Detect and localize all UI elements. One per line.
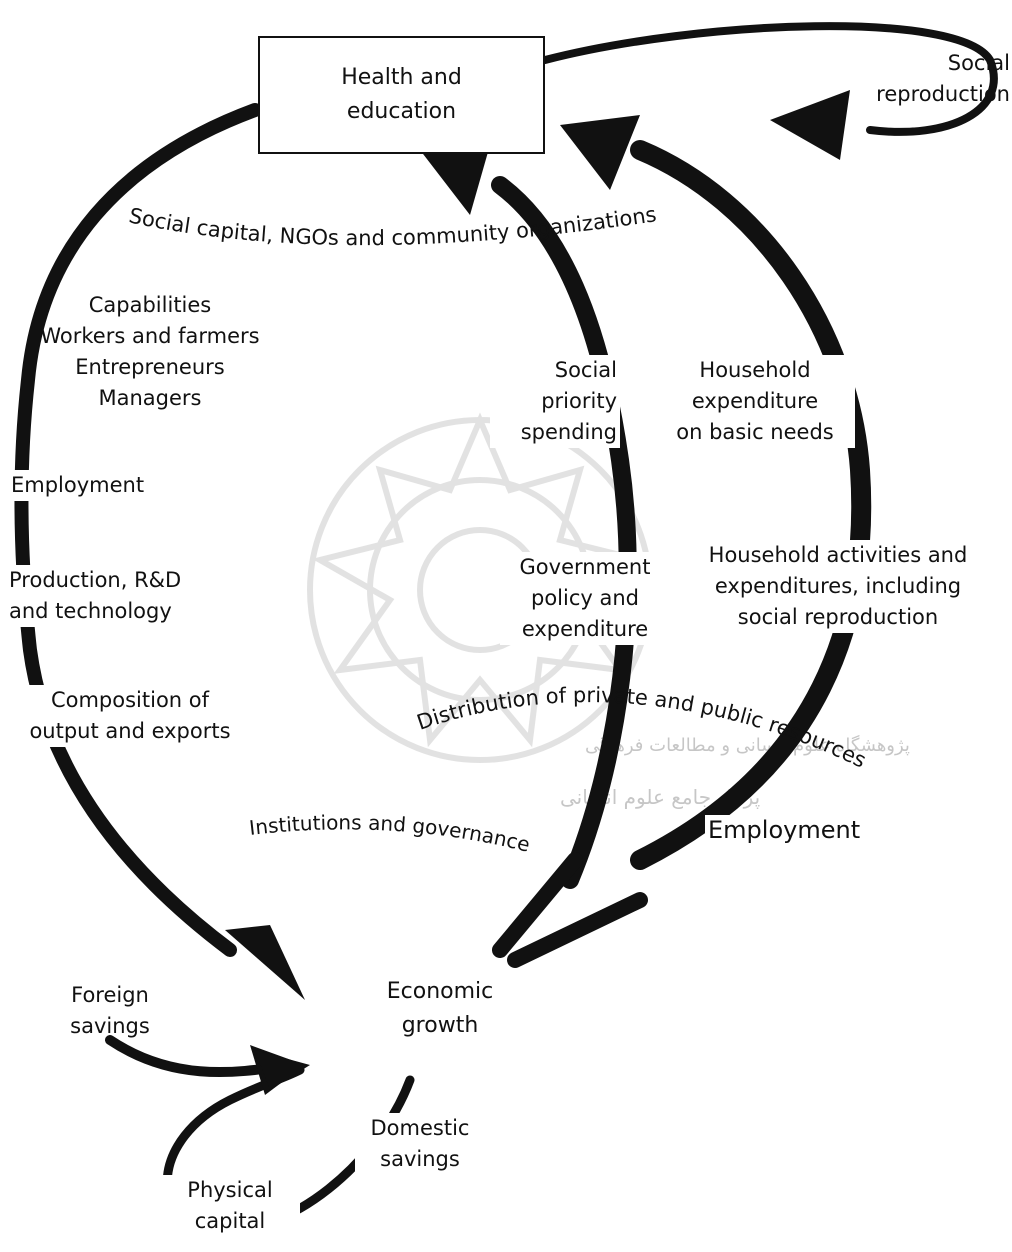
- composition-label: Composition of output and exports: [10, 685, 250, 747]
- foreign-savings-label: Foreign savings: [70, 983, 150, 1038]
- arrowhead-growth: [225, 925, 305, 1000]
- household-activities-label: Household activities and expenditures, i…: [678, 540, 998, 633]
- government-label: Government policy and expenditure: [500, 552, 670, 645]
- growth-employment-arrow: [507, 892, 648, 968]
- watermark-text-1: پژوهشگاه علوم انسانی و مطالعات فرهنگی: [585, 735, 910, 756]
- box-line-2: education: [346, 99, 457, 124]
- capabilities-label: Capabilities Workers and farmers Entrepr…: [40, 293, 260, 410]
- household-basic-needs-arrow: [630, 140, 872, 870]
- social-priority-label: Social priority spending: [490, 355, 620, 448]
- social-reproduction-label: Social reproduction: [876, 51, 1010, 106]
- employment-right-label: Employment: [705, 815, 864, 846]
- arrowhead-foreign: [255, 1050, 310, 1090]
- social-priority-arrow: [491, 176, 637, 889]
- institutions-label: Institutions and governance: [248, 810, 533, 856]
- physical-capital-label: Physical capital: [160, 1175, 300, 1237]
- growth-institutions-arrow: [492, 852, 583, 958]
- social-reproduction-loop: [541, 22, 998, 136]
- production-label: Production, R&D and technology: [6, 565, 185, 627]
- left-loop-arrow: [14, 103, 262, 957]
- domestic-savings-label: Domestic savings: [355, 1113, 485, 1175]
- arrowhead-box-left: [420, 145, 490, 215]
- household-basic-label: Household expenditure on basic needs: [655, 355, 855, 448]
- health-education-box: Health and education: [258, 36, 545, 154]
- social-capital-label: Social capital, NGOs and community organ…: [127, 202, 658, 250]
- employment-left-label: Employment: [8, 470, 148, 501]
- arrowhead-social-repro: [770, 90, 850, 160]
- distribution-label: Distribution of private and public resou…: [414, 683, 870, 773]
- economic-growth-label: Economic growth: [386, 979, 494, 1038]
- box-line-1: Health and: [341, 65, 462, 90]
- arrowhead-box-right: [560, 115, 640, 190]
